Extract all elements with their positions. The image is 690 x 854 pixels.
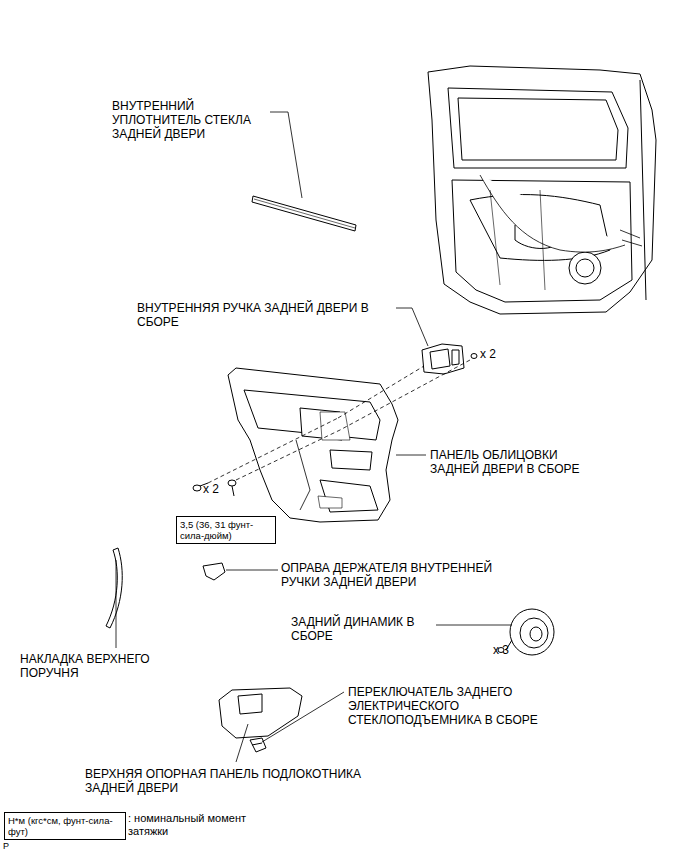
part-name: ПЕРЕКЛЮЧАТЕЛЬ ЗАДНЕГО ЭЛЕКТРИЧЕСКОГО СТЕ… xyxy=(348,685,568,727)
torque-box: 3,5 (36, 31 фунт-сила-дюйм) xyxy=(176,516,276,544)
door-trim-panel xyxy=(228,368,398,522)
quantity: x 2 xyxy=(203,482,243,496)
armrest-upper-panel xyxy=(219,688,302,738)
leader-lines xyxy=(116,112,512,762)
page-mark: P xyxy=(3,841,23,852)
part-name: ПАНЕЛЬ ОБЛИЦОВКИ ЗАДНЕЙ ДВЕРИ В СБОРЕ xyxy=(430,448,608,476)
part-name: ВНУТРЕННИЙ УПЛОТНИТЕЛЬ СТЕКЛА ЗАДНЕЙ ДВЕ… xyxy=(112,99,284,141)
inner-handle xyxy=(422,344,464,374)
part-name: ВЕРХНЯЯ ОПОРНАЯ ПАНЕЛЬ ПОДЛОКОТНИКА ЗАДН… xyxy=(85,767,403,795)
quantity: x 2 xyxy=(480,347,520,361)
box-text: 3,5 (36, 31 фунт-сила-дюйм) xyxy=(180,519,272,541)
part-name: НАКЛАДКА ВЕРХНЕГО ПОРУЧНЯ xyxy=(20,652,176,680)
box-text: Н*м (кгс*см, фунт-сила-фут) xyxy=(8,815,122,837)
part-name: ЗАДНИЙ ДИНАМИК В СБОРЕ xyxy=(291,615,441,643)
handle-bezel xyxy=(203,563,225,580)
window-switch xyxy=(250,738,266,752)
legend-note: : номинальный момент затяжки xyxy=(128,812,260,838)
part-name: ВНУТРЕННЯЯ РУЧКА ЗАДНЕЙ ДВЕРИ В СБОРЕ xyxy=(137,301,389,329)
armrest-garnish xyxy=(106,548,122,628)
quantity: x 3 xyxy=(493,643,533,657)
rear-door xyxy=(428,66,656,314)
torque-legend-box: Н*м (кгс*см, фунт-сила-фут) xyxy=(4,812,126,840)
glass-inner-seal xyxy=(252,196,356,231)
part-name: ОПРАВА ДЕРЖАТЕЛЯ ВНУТРЕННЕЙ РУЧКИ ЗАДНЕЙ… xyxy=(281,561,533,589)
